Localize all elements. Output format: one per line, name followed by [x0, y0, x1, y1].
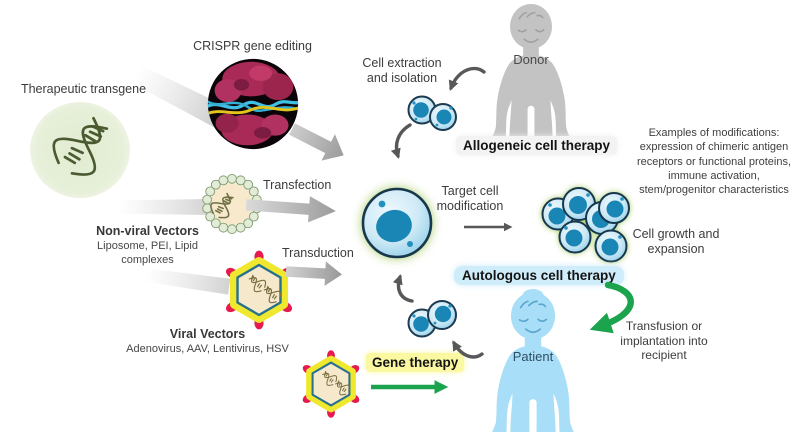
- cells-to-target-arrow: [390, 123, 412, 159]
- patient-extraction-arrow: [452, 340, 484, 359]
- crispr-image: [207, 58, 299, 150]
- cells-to-target-arrow-2: [392, 274, 414, 303]
- donor-cells-icon: [407, 95, 457, 131]
- transfection-arrow: [245, 196, 336, 223]
- viral-vectors-title: Viral Vectors: [169, 327, 246, 341]
- modifications-note: Examples of modifications: expression of…: [636, 127, 792, 197]
- patient-label: Patient: [512, 349, 554, 364]
- gene-therapy-label: Gene therapy: [366, 353, 465, 372]
- crispr-to-cell-arrow: [289, 123, 344, 161]
- transgene-to-virus-band: [145, 268, 231, 295]
- growth-arrow: [464, 222, 513, 232]
- gene-therapy-arrow: [371, 380, 449, 394]
- non-viral-vectors-examples: Liposome, PEI, Lipid complexes: [97, 240, 198, 266]
- transfusion-arrow: [589, 281, 634, 334]
- non-viral-vectors-title: Non-viral Vectors: [96, 224, 199, 238]
- dna-icon: [52, 116, 109, 176]
- donor-extraction-arrow: [448, 66, 486, 91]
- virus-icon: [225, 250, 293, 330]
- cell-cluster-icon: [541, 187, 630, 263]
- transgene-circle: [30, 102, 130, 198]
- target-cell-icon: [361, 187, 433, 259]
- cell-growth-label: Cell growth and expansion: [632, 227, 720, 257]
- target-cell-label: Target cell modification: [436, 184, 504, 214]
- viral-vectors-examples: Adenovirus, AAV, Lentivirus, HSV: [126, 343, 289, 355]
- transgene-to-liposome-band: [118, 199, 210, 215]
- patient-cells-icon: [407, 300, 457, 338]
- transfusion-note: Transfusion or implantation into recipie…: [620, 319, 708, 363]
- transfection-label: Transfection: [263, 178, 332, 192]
- gene-therapy-virus-icon: [302, 350, 360, 418]
- therapeutic-transgene-label: Therapeutic transgene: [20, 82, 147, 96]
- donor-figure: [491, 3, 571, 139]
- transduction-label: Transduction: [282, 246, 354, 260]
- transgene-to-crispr-band: [131, 65, 227, 128]
- donor-label: Donor: [513, 52, 549, 67]
- transduction-arrow: [285, 261, 342, 286]
- patient-figure: [492, 289, 574, 432]
- allogeneic-label: Allogeneic cell therapy: [456, 136, 618, 155]
- autologous-label: Autologous cell therapy: [454, 266, 624, 285]
- crispr-label: CRISPR gene editing: [193, 39, 312, 53]
- cell-extraction-label: Cell extraction and isolation: [362, 56, 442, 86]
